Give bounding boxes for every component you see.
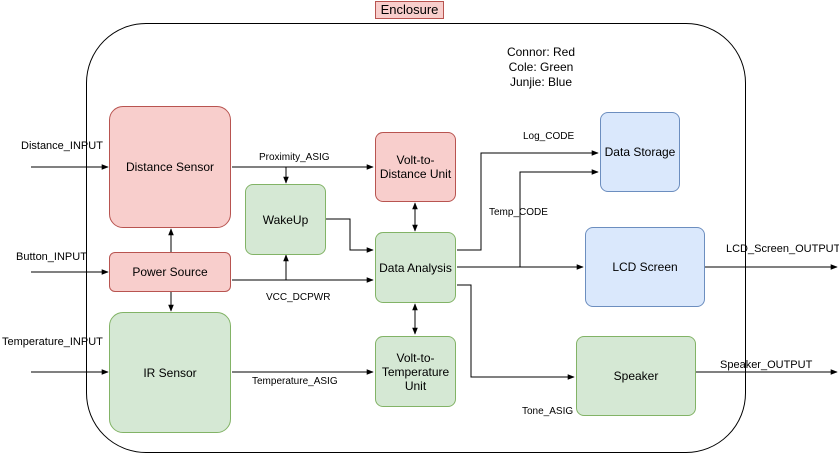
speaker-output-label: Speaker_OUTPUT bbox=[720, 359, 813, 371]
log-code-label: Log_CODE bbox=[523, 131, 575, 142]
wakeup-label: WakeUp bbox=[262, 212, 309, 227]
button-input-label: Button_INPUT bbox=[16, 251, 87, 263]
data-storage-label: Data Storage bbox=[604, 145, 676, 159]
legend-entry-red: Connor: Red bbox=[506, 45, 576, 59]
lcd-output-label: LCD_Screen_OUTPUT bbox=[726, 243, 839, 255]
vcc-signal-label: VCC_DCPWR bbox=[266, 292, 331, 303]
volt-to-temperature-label: Volt-to- Temperature Unit bbox=[381, 350, 450, 393]
wakeup-block: WakeUp bbox=[245, 184, 326, 255]
distance-sensor-label: Distance Sensor bbox=[125, 160, 215, 174]
data-analysis-label: Data Analysis bbox=[379, 260, 452, 275]
lcd-screen-label: LCD Screen bbox=[612, 260, 678, 274]
power-source-label: Power Source bbox=[132, 265, 208, 279]
legend-entry-green: Cole: Green bbox=[508, 60, 574, 74]
ir-sensor-block: IR Sensor bbox=[109, 312, 231, 433]
volt-to-distance-block: Volt-to- Distance Unit bbox=[375, 132, 456, 202]
distance-sensor-block: Distance Sensor bbox=[109, 106, 231, 228]
log-code-arrow bbox=[457, 150, 599, 251]
speaker-label: Speaker bbox=[613, 369, 659, 383]
speaker-block: Speaker bbox=[576, 336, 696, 416]
power-source-block: Power Source bbox=[109, 252, 231, 292]
lcd-screen-block: LCD Screen bbox=[585, 227, 705, 307]
temp-code-arrow bbox=[519, 169, 599, 267]
tone-signal-arrow bbox=[457, 284, 575, 380]
temperature-input-label: Temperature_INPUT bbox=[2, 336, 103, 348]
volt-to-distance-label: Volt-to- Distance Unit bbox=[379, 153, 452, 181]
temperature-signal-label: Temperature_ASIG bbox=[252, 376, 338, 387]
wakeup-to-analysis-arrow bbox=[326, 218, 374, 253]
distance-input-label: Distance_INPUT bbox=[21, 140, 103, 152]
legend: Connor: Red Cole: Green Junjie: Blue bbox=[496, 45, 586, 90]
enclosure-boundary bbox=[86, 23, 746, 453]
data-analysis-block: Data Analysis bbox=[375, 232, 456, 303]
temp-code-label: Temp_CODE bbox=[489, 207, 548, 218]
enclosure-title: Enclosure bbox=[375, 1, 444, 19]
legend-entry-blue: Junjie: Blue bbox=[509, 75, 573, 89]
data-storage-block: Data Storage bbox=[600, 112, 680, 192]
volt-to-temperature-block: Volt-to- Temperature Unit bbox=[375, 336, 456, 407]
proximity-signal-label: Proximity_ASIG bbox=[259, 152, 330, 163]
tone-signal-label: Tone_ASIG bbox=[522, 406, 574, 417]
ir-sensor-label: IR Sensor bbox=[143, 365, 197, 380]
